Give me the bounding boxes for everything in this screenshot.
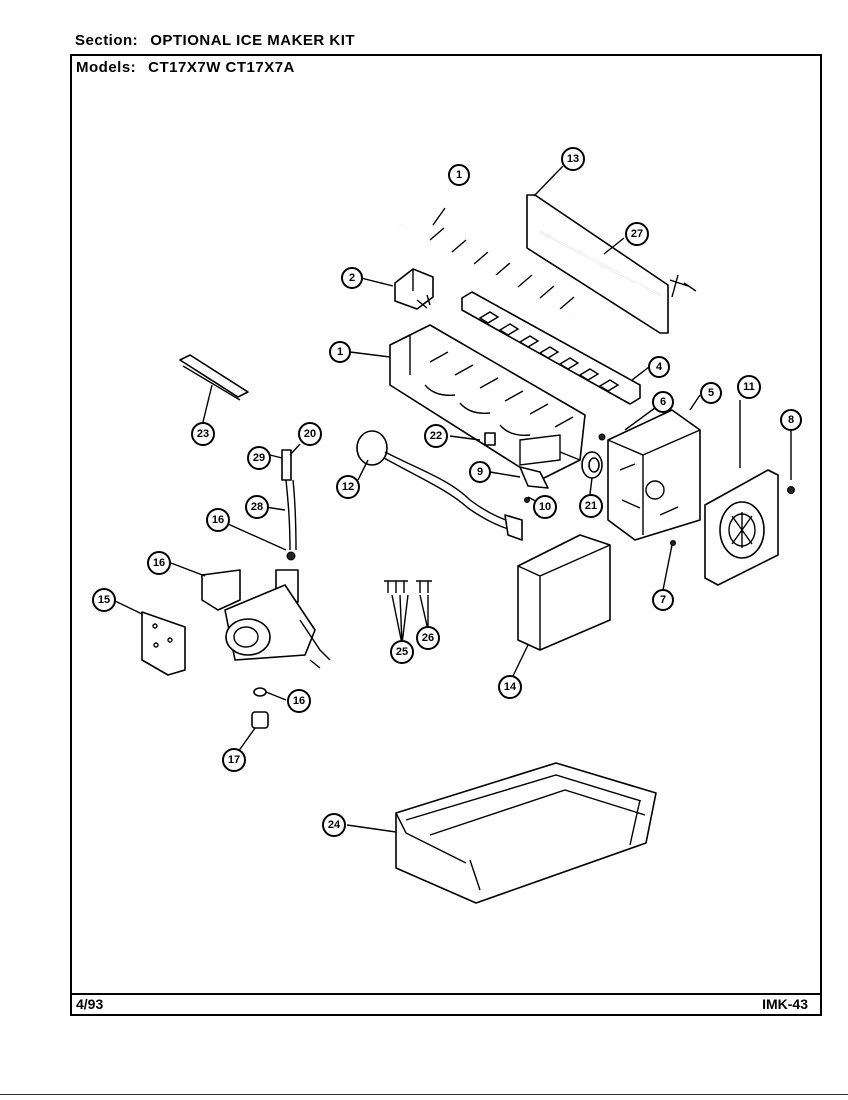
svg-text:20: 20 — [304, 428, 316, 440]
mount-screws — [384, 580, 432, 593]
screws — [598, 433, 795, 546]
footer-date: 4/93 — [76, 996, 104, 1012]
callout-23: 23 — [191, 422, 215, 446]
models-label: Models: — [76, 59, 137, 76]
section-title: OPTIONAL ICE MAKER KIT — [150, 32, 356, 49]
svg-text:29: 29 — [253, 452, 265, 464]
svg-text:10: 10 — [539, 501, 551, 513]
callout-8: 8 — [780, 409, 802, 431]
callout-16-fitting: 16 — [287, 689, 311, 713]
svg-text:21: 21 — [585, 500, 597, 512]
callout-1: 1 — [329, 341, 351, 363]
callout-12: 12 — [336, 475, 360, 499]
insulation-strip — [179, 354, 249, 401]
callout-17: 17 — [222, 748, 246, 772]
svg-text:28: 28 — [251, 501, 263, 513]
callout-21: 21 — [579, 494, 603, 518]
svg-text:23: 23 — [197, 428, 209, 440]
callout-4: 4 — [648, 356, 670, 378]
leader-lines — [112, 165, 792, 833]
svg-text:16: 16 — [153, 557, 165, 569]
callout-3-label: 1 — [456, 169, 462, 181]
ejector-shaft — [399, 224, 581, 321]
svg-text:16: 16 — [293, 695, 305, 707]
svg-text:8: 8 — [788, 414, 794, 426]
section-header: Section: OPTIONAL ICE MAKER KIT — [75, 32, 355, 49]
svg-text:13: 13 — [567, 153, 579, 165]
callout-3: 1 — [448, 164, 470, 186]
svg-text:7: 7 — [660, 594, 666, 606]
svg-text:4: 4 — [656, 361, 663, 373]
svg-text:12: 12 — [342, 481, 354, 493]
callout-9: 9 — [469, 461, 491, 483]
motor-gear — [559, 451, 603, 479]
svg-text:2: 2 — [349, 272, 355, 284]
models-header: Models: CT17X7W CT17X7A — [76, 59, 295, 76]
callout-13: 13 — [561, 147, 585, 171]
callout-27: 27 — [625, 222, 649, 246]
callout-11: 11 — [737, 375, 761, 399]
svg-text:22: 22 — [430, 430, 442, 442]
section-label: Section: — [75, 32, 139, 49]
callout-2: 2 — [341, 267, 363, 289]
ice-bin — [395, 762, 657, 904]
callout-25: 25 — [390, 640, 414, 664]
water-valve — [201, 569, 331, 669]
callout-29: 29 — [247, 446, 271, 470]
page-bottom-rule — [0, 1094, 848, 1095]
valve-fittings — [251, 687, 269, 729]
footer-divider — [70, 993, 822, 995]
callout-16-valve: 16 — [147, 551, 171, 575]
svg-text:14: 14 — [504, 681, 517, 693]
valve-bracket — [141, 611, 186, 676]
small-fasteners — [484, 432, 561, 503]
callout-26: 26 — [416, 626, 440, 650]
svg-text:11: 11 — [743, 381, 755, 393]
fill-tube-assembly — [281, 449, 297, 561]
cover-box — [517, 534, 611, 651]
callout-28: 28 — [245, 495, 269, 519]
mounting-plate — [704, 469, 779, 586]
callout-6-top: 6 — [652, 391, 674, 413]
svg-text:26: 26 — [422, 632, 434, 644]
svg-text:15: 15 — [98, 594, 110, 606]
svg-text:24: 24 — [328, 819, 341, 831]
wire-harness — [356, 430, 523, 541]
control-housing — [607, 409, 701, 541]
svg-text:5: 5 — [708, 387, 714, 399]
svg-text:16: 16 — [212, 514, 224, 526]
diagram-frame — [70, 54, 822, 1016]
callout-14: 14 — [498, 675, 522, 699]
svg-text:1: 1 — [337, 346, 343, 358]
callout-7: 7 — [652, 589, 674, 611]
svg-text:9: 9 — [477, 466, 483, 478]
callout-16-tube: 16 — [206, 508, 230, 532]
callout-15: 15 — [92, 588, 116, 612]
footer-page-code: IMK-43 — [762, 996, 808, 1012]
stripper-assembly — [526, 194, 697, 334]
svg-text:27: 27 — [631, 228, 643, 240]
callout-24: 24 — [322, 813, 346, 837]
callout-10: 10 — [533, 495, 557, 519]
callout-5: 5 — [700, 382, 722, 404]
svg-text:17: 17 — [228, 754, 240, 766]
thermostat — [394, 268, 434, 310]
svg-text:6: 6 — [660, 396, 666, 408]
models-list: CT17X7W CT17X7A — [148, 59, 295, 76]
callout-20: 20 — [298, 422, 322, 446]
callout-22: 22 — [424, 424, 448, 448]
mold-cover — [461, 291, 641, 405]
svg-text:25: 25 — [396, 646, 408, 658]
